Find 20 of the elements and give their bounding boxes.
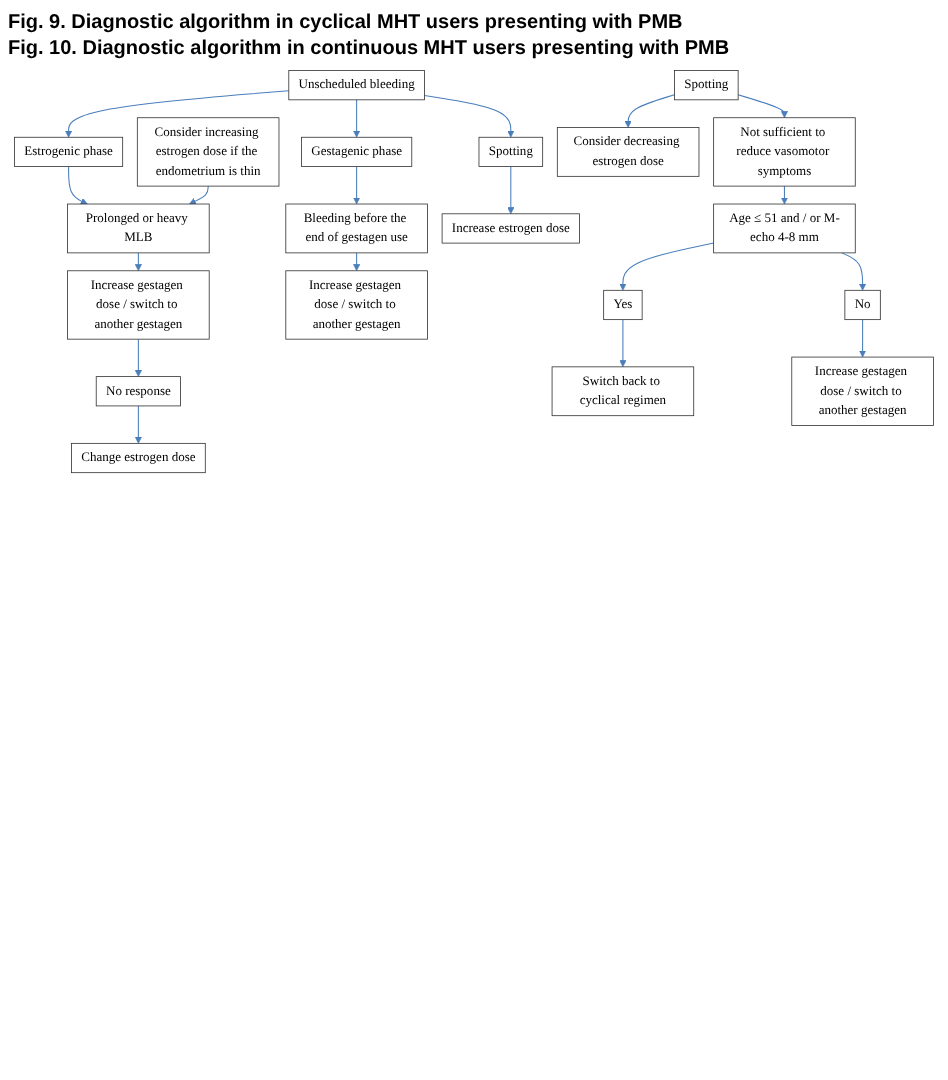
arrow	[68, 166, 88, 205]
arrow	[619, 319, 627, 368]
arrow	[423, 95, 515, 138]
arrow	[780, 185, 789, 205]
arrow	[737, 94, 789, 119]
arrow	[65, 90, 290, 138]
arrow	[624, 94, 675, 128]
arrow	[619, 242, 715, 291]
arrow	[134, 338, 142, 377]
arrow	[841, 252, 867, 291]
arrow	[507, 166, 515, 215]
arrow	[859, 319, 867, 358]
figure-title: Fig. 9. Diagnostic algorithm in cyclical MHT users presenting with PMB	[8, 12, 685, 34]
arrow	[353, 99, 361, 138]
arrow	[189, 185, 209, 205]
arrow	[353, 166, 361, 205]
arrow	[353, 252, 361, 272]
figure-title: Fig. 10. Diagnostic algorithm in continuous MHT users presenting with PMB	[8, 38, 732, 60]
arrow	[134, 252, 142, 272]
arrow	[134, 405, 142, 444]
